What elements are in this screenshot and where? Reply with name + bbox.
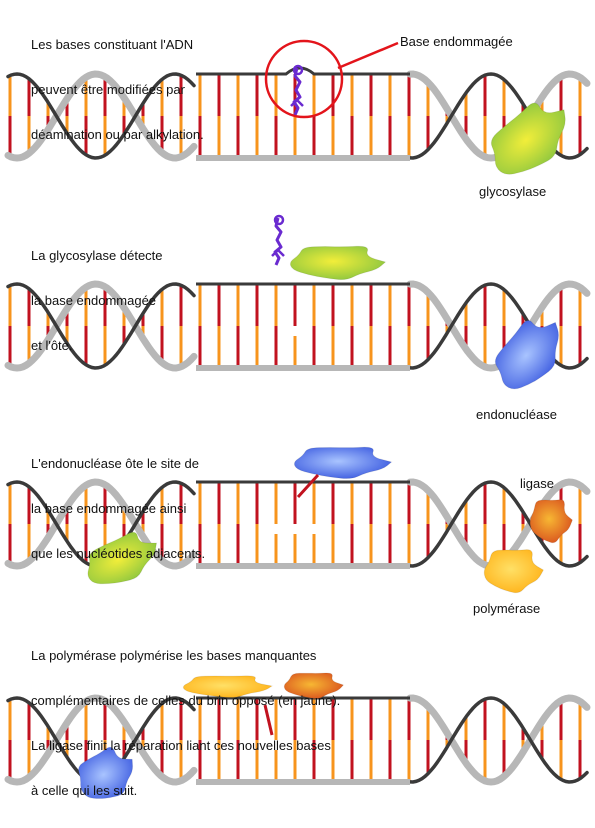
panel-1-caption-line: déamination ou par alkylation. — [31, 127, 204, 142]
panel-3-caption-line: que les nucléotides adjacents. — [31, 546, 205, 561]
panel-3-caption-line: la base endommagée ainsi — [31, 501, 205, 516]
panel-2-caption: La glycosylase détecte la base endommagé… — [31, 218, 163, 383]
endonuclease-label: endonucléase — [476, 407, 557, 422]
glycosylase-enzyme — [479, 90, 582, 189]
panel-4-caption-line: complémentaires de celles du brin opposé… — [31, 693, 340, 708]
panel-4-caption-line: La polymérase polymérise les bases manqu… — [31, 648, 340, 663]
panel-4-caption-line: à celle qui les suit. — [31, 783, 340, 798]
panel-3-caption: L'endonucléase ôte le site de la base en… — [31, 426, 205, 591]
panel-4-caption-line: La ligase finit la réparation liant ces … — [31, 738, 340, 753]
damaged-base-label: Base endommagée — [400, 34, 513, 49]
panel-2-caption-line: et l'ôte. — [31, 338, 163, 353]
panel-4-caption: La polymérase polymérise les bases manqu… — [31, 618, 340, 828]
endonuclease-enzyme — [294, 447, 391, 478]
glycosylase-enzyme — [290, 246, 385, 279]
panel-3-caption-line: L'endonucléase ôte le site de — [31, 456, 205, 471]
dna-repair-diagram: Les bases constituant l'ADN peuvent être… — [0, 0, 595, 807]
polymerase-enzyme — [484, 550, 543, 593]
panel-1-caption-line: Les bases constituant l'ADN — [31, 37, 204, 52]
panel-2-caption-line: la base endommagée — [31, 293, 163, 308]
panel-1-caption-line: peuvent être modifiées par — [31, 82, 204, 97]
glycosylase-label: glycosylase — [479, 184, 546, 199]
polymerase-label: polymérase — [473, 601, 540, 616]
panel-2-caption-line: La glycosylase détecte — [31, 248, 163, 263]
removed-damaged-base — [272, 216, 284, 265]
damage-callout-line — [338, 43, 398, 68]
damaged-base — [291, 66, 303, 115]
ligase-label: ligase — [520, 476, 554, 491]
panel-1-caption: Les bases constituant l'ADN peuvent être… — [31, 7, 204, 172]
